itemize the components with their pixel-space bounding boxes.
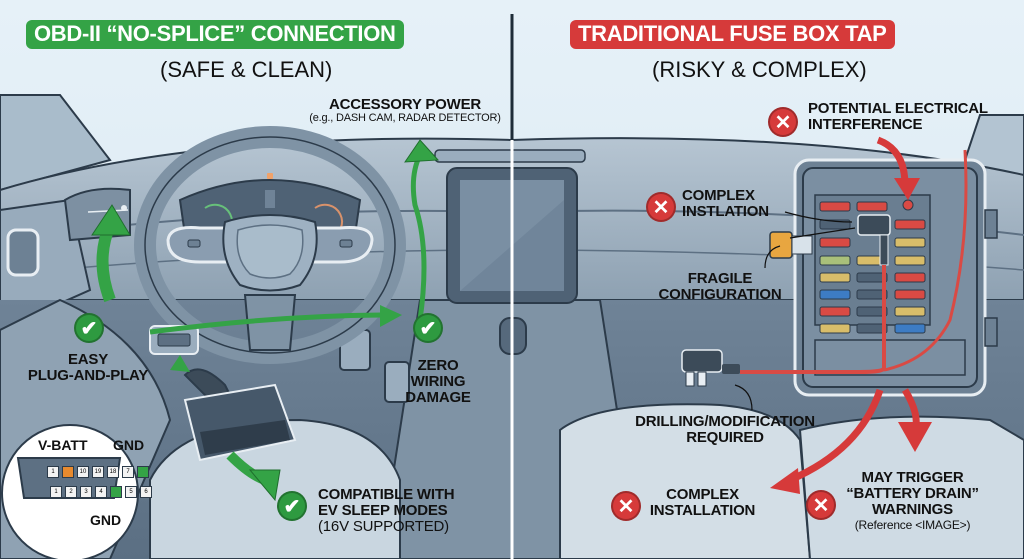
check-icon: ✔: [277, 491, 307, 521]
pin-gnd: [137, 466, 149, 478]
ev-sleep-callout: COMPATIBLE WITH EV SLEEP MODES (16V SUPP…: [318, 486, 455, 536]
loose-fuse: [769, 231, 793, 259]
accessory-power-callout: ACCESSORY POWER (e.g., DASH CAM, RADAR D…: [290, 96, 520, 125]
easy-line1: EASY: [67, 351, 109, 368]
pin-row-bottom: 1 2 3 4 5 6: [50, 486, 152, 498]
x-icon: ✕: [611, 491, 641, 521]
x-icon: ✕: [768, 107, 798, 137]
zero-line3: DAMAGE: [405, 389, 471, 407]
pin: 1: [47, 466, 59, 478]
check-icon: ✔: [413, 313, 443, 343]
ev-line2: EV SLEEP MODES: [318, 502, 448, 520]
complex-installation-callout: COMPLEX INSTALLATION: [645, 486, 760, 520]
fuse-column-2: [856, 201, 888, 334]
pin: 5: [125, 486, 137, 498]
battery-reference: (Reference <IMAGE>): [854, 517, 971, 532]
instlation-line1: COMPLEX: [682, 187, 755, 204]
fuse-column-3: [894, 199, 926, 334]
drilling-line1: DRILLING/MODIFICATION: [635, 413, 815, 430]
fragile-line2: CONFIGURATION: [658, 286, 782, 304]
pin: 1: [50, 486, 62, 498]
battery-line3: WARNINGS: [872, 501, 953, 519]
pin: 19: [92, 466, 104, 478]
accessory-power-title: ACCESSORY POWER: [328, 96, 482, 113]
drilling-callout: DRILLING/MODIFICATION REQUIRED: [610, 413, 840, 447]
right-subtitle: (RISKY & COMPLEX): [652, 57, 867, 82]
pin: 6: [140, 486, 152, 498]
ev-line1: COMPATIBLE WITH: [318, 486, 455, 503]
vbatt-label: V-BATT: [38, 437, 88, 453]
left-subtitle: (SAFE & CLEAN): [160, 57, 333, 82]
zero-wiring-damage-callout: ZERO WIRING DAMAGE: [398, 357, 478, 407]
pin: 2: [65, 486, 77, 498]
interference-line1: POTENTIAL ELECTRICAL: [808, 100, 988, 117]
battery-line2: “BATTERY DRAIN”: [846, 485, 979, 503]
accessory-power-detail: (e.g., DASH CAM, RADAR DETECTOR): [309, 112, 501, 125]
pin-row-top: 1 10 19 18 7: [47, 466, 149, 478]
gnd-bottom-label: GND: [90, 512, 122, 528]
pin: 10: [77, 466, 89, 478]
pin-vbatt: [62, 466, 74, 478]
complex-instlation-callout: COMPLEX INSTLATION: [682, 187, 769, 221]
zero-line2: WIRING: [410, 373, 466, 391]
accelerator-pedal: [384, 361, 410, 403]
door-handle: [6, 228, 40, 277]
x-icon: ✕: [646, 192, 676, 222]
gnd-top-label: GND: [113, 437, 145, 453]
ev-line3: (16V SUPPORTED): [318, 518, 449, 536]
add-a-fuse-tap: [857, 214, 891, 236]
fuse-tap-external: [681, 349, 723, 373]
fuse-column-1: [819, 201, 851, 334]
zero-line1: ZERO: [417, 357, 459, 374]
battery-line1: MAY TRIGGER: [861, 469, 964, 486]
installation-line2: INSTALLATION: [649, 502, 756, 520]
installation-line1: COMPLEX: [666, 486, 739, 503]
right-title: TRADITIONAL FUSE BOX TAP: [570, 20, 895, 49]
check-icon: ✔: [74, 313, 104, 343]
pin-gnd: [110, 486, 122, 498]
pin: 7: [122, 466, 134, 478]
interference-callout: POTENTIAL ELECTRICAL INTERFERENCE: [808, 100, 988, 134]
interference-line2: INTERFERENCE: [808, 116, 923, 134]
red-wire: [740, 265, 886, 374]
fragile-line1: FRAGILE: [687, 270, 753, 287]
a-pillar-left: [0, 94, 112, 192]
x-icon: ✕: [806, 490, 836, 520]
fragile-configuration-callout: FRAGILE CONFIGURATION: [640, 270, 800, 304]
pin: 18: [107, 466, 119, 478]
drilling-line2: REQUIRED: [686, 429, 764, 447]
green-cable: [149, 312, 396, 335]
easy-plug-and-play-callout: EASY PLUG-AND-PLAY: [8, 351, 168, 385]
battery-drain-callout: MAY TRIGGER “BATTERY DRAIN” WARNINGS (Re…: [840, 469, 985, 532]
left-title: OBD-II “NO-SPLICE” CONNECTION: [26, 20, 404, 49]
easy-line2: PLUG-AND-PLAY: [27, 367, 149, 385]
instlation-line2: INSTLATION: [682, 203, 769, 221]
pin: 4: [95, 486, 107, 498]
pin: 3: [80, 486, 92, 498]
